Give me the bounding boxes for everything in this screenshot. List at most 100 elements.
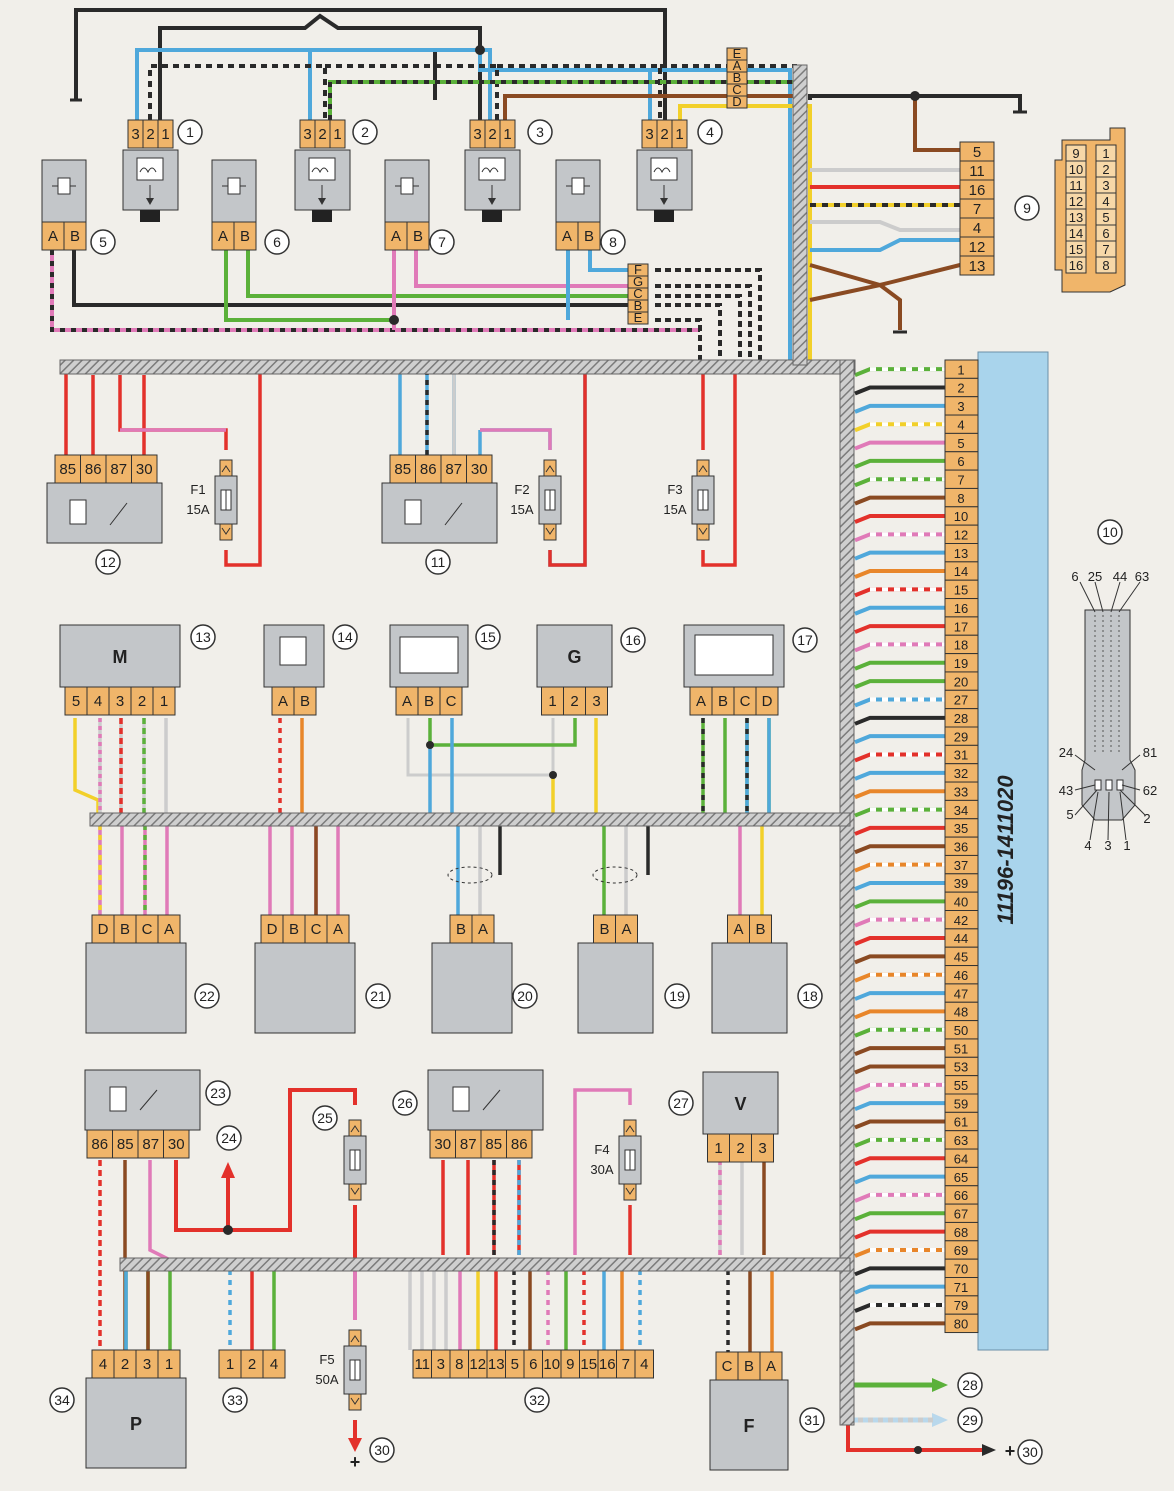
diag-left-label: 14 — [1069, 226, 1083, 241]
connector-mid-label: F — [634, 262, 642, 277]
relay-11-pins-label: 86 — [420, 461, 437, 478]
ecu-pin-label: 46 — [954, 968, 968, 983]
comp-32-pins-label: 13 — [488, 1356, 505, 1373]
comp-33-pins-cell — [262, 1349, 286, 1379]
callout-30a: 30 — [1022, 1444, 1038, 1460]
relay-23-pins-cell — [112, 1129, 139, 1159]
ecu-plug-pin-label: 2 — [1143, 811, 1150, 826]
relay-23-pins-cell — [163, 1129, 190, 1159]
callout-24: 24 — [221, 1130, 237, 1146]
ecu-pin-label: 36 — [954, 839, 968, 854]
diag-left-label: 13 — [1069, 210, 1083, 225]
callout-6-circle — [264, 229, 290, 255]
callout-33-circle — [222, 1387, 248, 1413]
callout-28: 28 — [962, 1377, 978, 1393]
coil-3-pins-label: 2 — [488, 126, 496, 143]
comp-22-pins-label: B — [120, 921, 130, 938]
ecu-pin-cell — [944, 1313, 979, 1334]
diag-right-label: 7 — [1102, 242, 1109, 257]
diag-right-label: 8 — [1102, 258, 1109, 273]
comp-19-body — [577, 942, 654, 1034]
comp-34-pins-label: 4 — [99, 1356, 107, 1373]
diag-pin-cell — [959, 255, 995, 276]
diag-pin-label: 16 — [969, 182, 986, 199]
ecu-pin-label: 35 — [954, 821, 968, 836]
comp-15-pins-label: C — [446, 693, 457, 710]
diag-right-label: 2 — [1102, 162, 1109, 177]
ecu-pin-label: 27 — [954, 693, 968, 708]
diag-right-cell — [1095, 256, 1117, 274]
potentiometer-icon — [399, 636, 459, 674]
comp-31-pins-label: C — [722, 1358, 733, 1375]
ecu-pin-label: 79 — [954, 1298, 968, 1313]
ecu-pin-label: 61 — [954, 1115, 968, 1130]
diag-left-label: 15 — [1069, 242, 1083, 257]
relay-26-switch — [482, 1089, 501, 1111]
harness-trunks — [59, 45, 1027, 1426]
callout-32-circle — [524, 1387, 550, 1413]
comp-21-pins-label: A — [333, 921, 343, 938]
ecu-pin-label: 33 — [954, 784, 968, 799]
callout-10: 10 — [1102, 524, 1118, 540]
relay-26-pins-label: 86 — [511, 1136, 528, 1153]
comp-32-pins-label: 7 — [622, 1356, 630, 1373]
comp-32-pins-label: 5 — [511, 1356, 519, 1373]
comp-17-pins-label: D — [762, 693, 773, 710]
callout-15-circle — [475, 624, 501, 650]
ecu-wire — [854, 715, 945, 726]
ecu-pin-label: 63 — [954, 1133, 968, 1148]
relay-12-pins-label: 86 — [85, 461, 102, 478]
comp-17-pins-cell — [755, 686, 779, 716]
relay-23-pins-label: 85 — [117, 1136, 134, 1153]
ecu-pin-label: 17 — [954, 619, 968, 634]
callout-1-circle — [177, 119, 203, 145]
callout-3-circle — [527, 119, 553, 145]
ecu-pin-label: 64 — [954, 1151, 968, 1166]
connector-mid-label: B — [634, 298, 643, 313]
relay-26-pins-cell — [429, 1129, 456, 1159]
fuse-f5-symbol — [343, 1329, 367, 1411]
comp-32-pins-label: 4 — [640, 1356, 648, 1373]
ecu-pin-label: 20 — [954, 674, 968, 689]
fuse-f3-rating: 15A — [663, 502, 686, 517]
comp-15-pins-label: B — [424, 693, 434, 710]
ecu-plug-pin-label: 1 — [1123, 838, 1130, 853]
relay-23-body — [84, 1069, 201, 1131]
fuse-f4-name: F4 — [594, 1142, 609, 1157]
ecu-plug-pin-label: 4 — [1084, 838, 1091, 853]
fuse-f2-rating: 15A — [510, 502, 533, 517]
ecu-pin-label: 5 — [957, 436, 964, 451]
injector-8-icon — [566, 177, 590, 195]
ecu-pin-label: 10 — [954, 509, 968, 524]
ecu-wire — [854, 1009, 945, 1020]
coil-2-pins-label: 1 — [333, 126, 341, 143]
comp-17-pins-label: C — [740, 693, 751, 710]
comp-34-body — [85, 1377, 187, 1469]
relay-23-pins-label: 86 — [91, 1136, 108, 1153]
connector-top-label: B — [733, 70, 742, 85]
coil-1-pins-label: 3 — [131, 126, 139, 143]
callout-10-circle — [1097, 519, 1123, 545]
ecu-plug-pin-label: 81 — [1143, 745, 1157, 760]
callout-6: 6 — [273, 234, 281, 250]
ecu-pin-label: 18 — [954, 638, 968, 653]
comp-21-pins-label: B — [289, 921, 299, 938]
relay-12-body — [46, 482, 163, 544]
ecu-pin-label: 39 — [954, 876, 968, 891]
